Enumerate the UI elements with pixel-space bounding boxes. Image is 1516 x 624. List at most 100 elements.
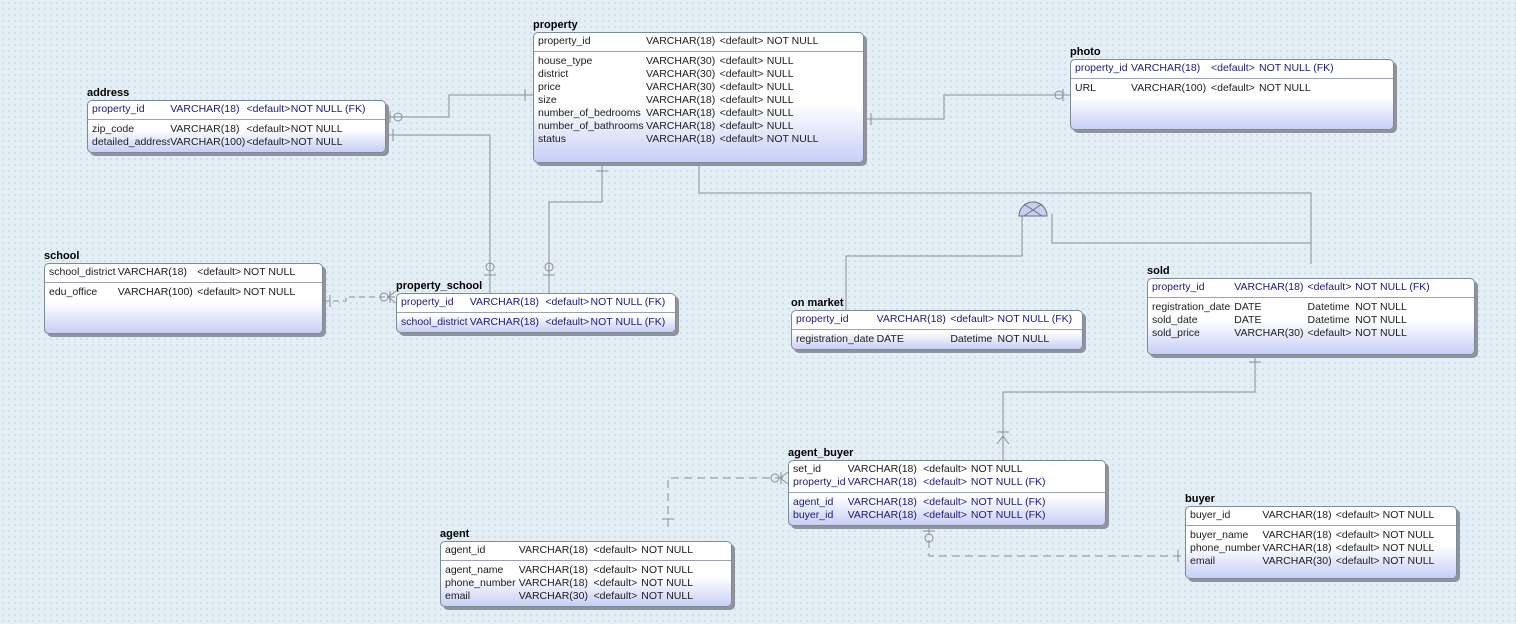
column-name: house_type bbox=[538, 55, 593, 67]
column-default: <default> bbox=[719, 68, 764, 80]
column-type: VARCHAR(18) bbox=[117, 266, 187, 278]
rel-address-property-school bbox=[388, 134, 491, 293]
column-name: edu_office bbox=[49, 286, 98, 298]
column-type: VARCHAR(30) bbox=[646, 55, 716, 67]
column-default: <default> bbox=[1335, 509, 1380, 521]
column-type: VARCHAR(18) bbox=[469, 316, 539, 328]
entity-title: agent_buyer bbox=[788, 447, 854, 459]
column-nullability: NOT NULL (FK) bbox=[970, 476, 1046, 488]
column-default: <default> bbox=[719, 120, 764, 132]
column-name: property_id bbox=[793, 476, 846, 488]
column-type: VARCHAR(30) bbox=[1262, 555, 1332, 567]
column-type: DATE bbox=[1234, 301, 1262, 313]
column-type: VARCHAR(18) bbox=[518, 577, 588, 589]
column-name: school_district bbox=[49, 266, 116, 278]
column-default: <default> bbox=[1335, 542, 1380, 554]
column-type: VARCHAR(30) bbox=[518, 590, 588, 602]
column-default: <default> bbox=[246, 123, 291, 135]
column-name: status bbox=[538, 133, 567, 145]
column-default: <default> bbox=[197, 266, 242, 278]
column-nullability: NOT NULL (FK) bbox=[970, 496, 1046, 508]
column-nullability: NULL bbox=[766, 94, 794, 106]
column-default: <default> bbox=[593, 577, 638, 589]
column-nullability: NOT NULL bbox=[641, 564, 694, 576]
rel-property-property-school bbox=[548, 163, 603, 293]
column-nullability: NOT NULL bbox=[641, 544, 694, 556]
column-default: <default> bbox=[246, 103, 291, 115]
column-name: zip_code bbox=[92, 123, 135, 135]
column-name: agent_id bbox=[445, 544, 486, 556]
column-type: DATE bbox=[1234, 314, 1262, 326]
column-name: email bbox=[1190, 555, 1216, 567]
column-default: <default> bbox=[923, 463, 967, 475]
column-type: VARCHAR(18) bbox=[1131, 62, 1201, 74]
entity-title: school bbox=[44, 250, 80, 262]
column-type: VARCHAR(18) bbox=[646, 107, 716, 119]
column-name: district bbox=[538, 68, 569, 80]
column-type: VARCHAR(18) bbox=[876, 313, 946, 325]
column-nullability: NOT NULL (FK) bbox=[997, 313, 1073, 325]
column-nullability: NULL bbox=[766, 107, 794, 119]
column-nullability: NOT NULL bbox=[766, 133, 819, 145]
column-type: VARCHAR(18) bbox=[646, 120, 716, 132]
rel-agent-buyer-buyer bbox=[928, 527, 1185, 557]
subtype-discriminator-icon bbox=[1018, 201, 1048, 217]
column-default: <default> bbox=[719, 55, 764, 67]
column-default: <default> bbox=[950, 313, 995, 325]
column-type: VARCHAR(100) bbox=[117, 286, 193, 298]
column-nullability: NULL bbox=[766, 55, 794, 67]
column-row: house_type VARCHAR(30)<default>NULL bbox=[534, 55, 863, 68]
column-default: <default> bbox=[1307, 281, 1352, 293]
rel-property-photo bbox=[864, 94, 1070, 120]
column-name: sold_date bbox=[1152, 314, 1198, 326]
column-nullability: NOT NULL bbox=[290, 136, 343, 148]
column-type: VARCHAR(18) bbox=[1262, 542, 1332, 554]
column-nullability: NOT NULL (FK) bbox=[590, 316, 666, 328]
column-nullability: NOT NULL bbox=[970, 463, 1023, 475]
column-name: email bbox=[445, 590, 471, 602]
column-type: VARCHAR(18) bbox=[469, 296, 539, 308]
column-name: set_id bbox=[793, 463, 822, 475]
column-nullability: NOT NULL (FK) bbox=[590, 296, 666, 308]
column-default: <default> bbox=[1211, 62, 1255, 74]
column-type: VARCHAR(100) bbox=[1131, 82, 1207, 94]
column-name: registration_date bbox=[796, 333, 875, 345]
